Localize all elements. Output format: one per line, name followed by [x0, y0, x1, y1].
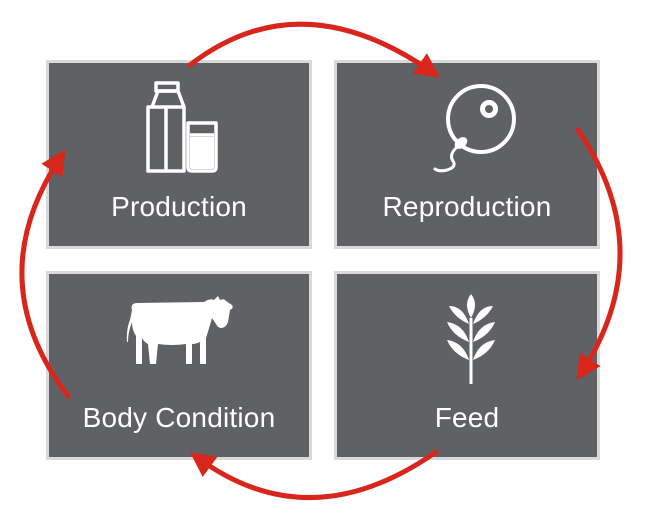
tile-label-feed: Feed: [434, 402, 500, 433]
milk-carton-glass-icon: [146, 81, 218, 173]
tile-reproduction: Reproduction: [334, 60, 600, 249]
tile-feed: Feed: [334, 271, 600, 460]
tile-label-production: Production: [111, 191, 247, 222]
arrow-feed-to-body-condition: [189, 449, 439, 501]
tile-label-body-condition: Body Condition: [82, 402, 276, 433]
arrow-production-to-reproduction: [187, 21, 441, 78]
tile-production: Production: [46, 60, 312, 249]
cow-icon: [126, 296, 233, 364]
arrow-reproduction-to-feed: [575, 127, 623, 381]
tile-body-condition: Body Condition: [46, 271, 312, 460]
egg-sperm-icon: [433, 84, 516, 173]
wheat-icon: [447, 294, 495, 384]
tile-label-reproduction: Reproduction: [382, 191, 552, 222]
arrow-body-condition-to-production: [19, 149, 71, 399]
